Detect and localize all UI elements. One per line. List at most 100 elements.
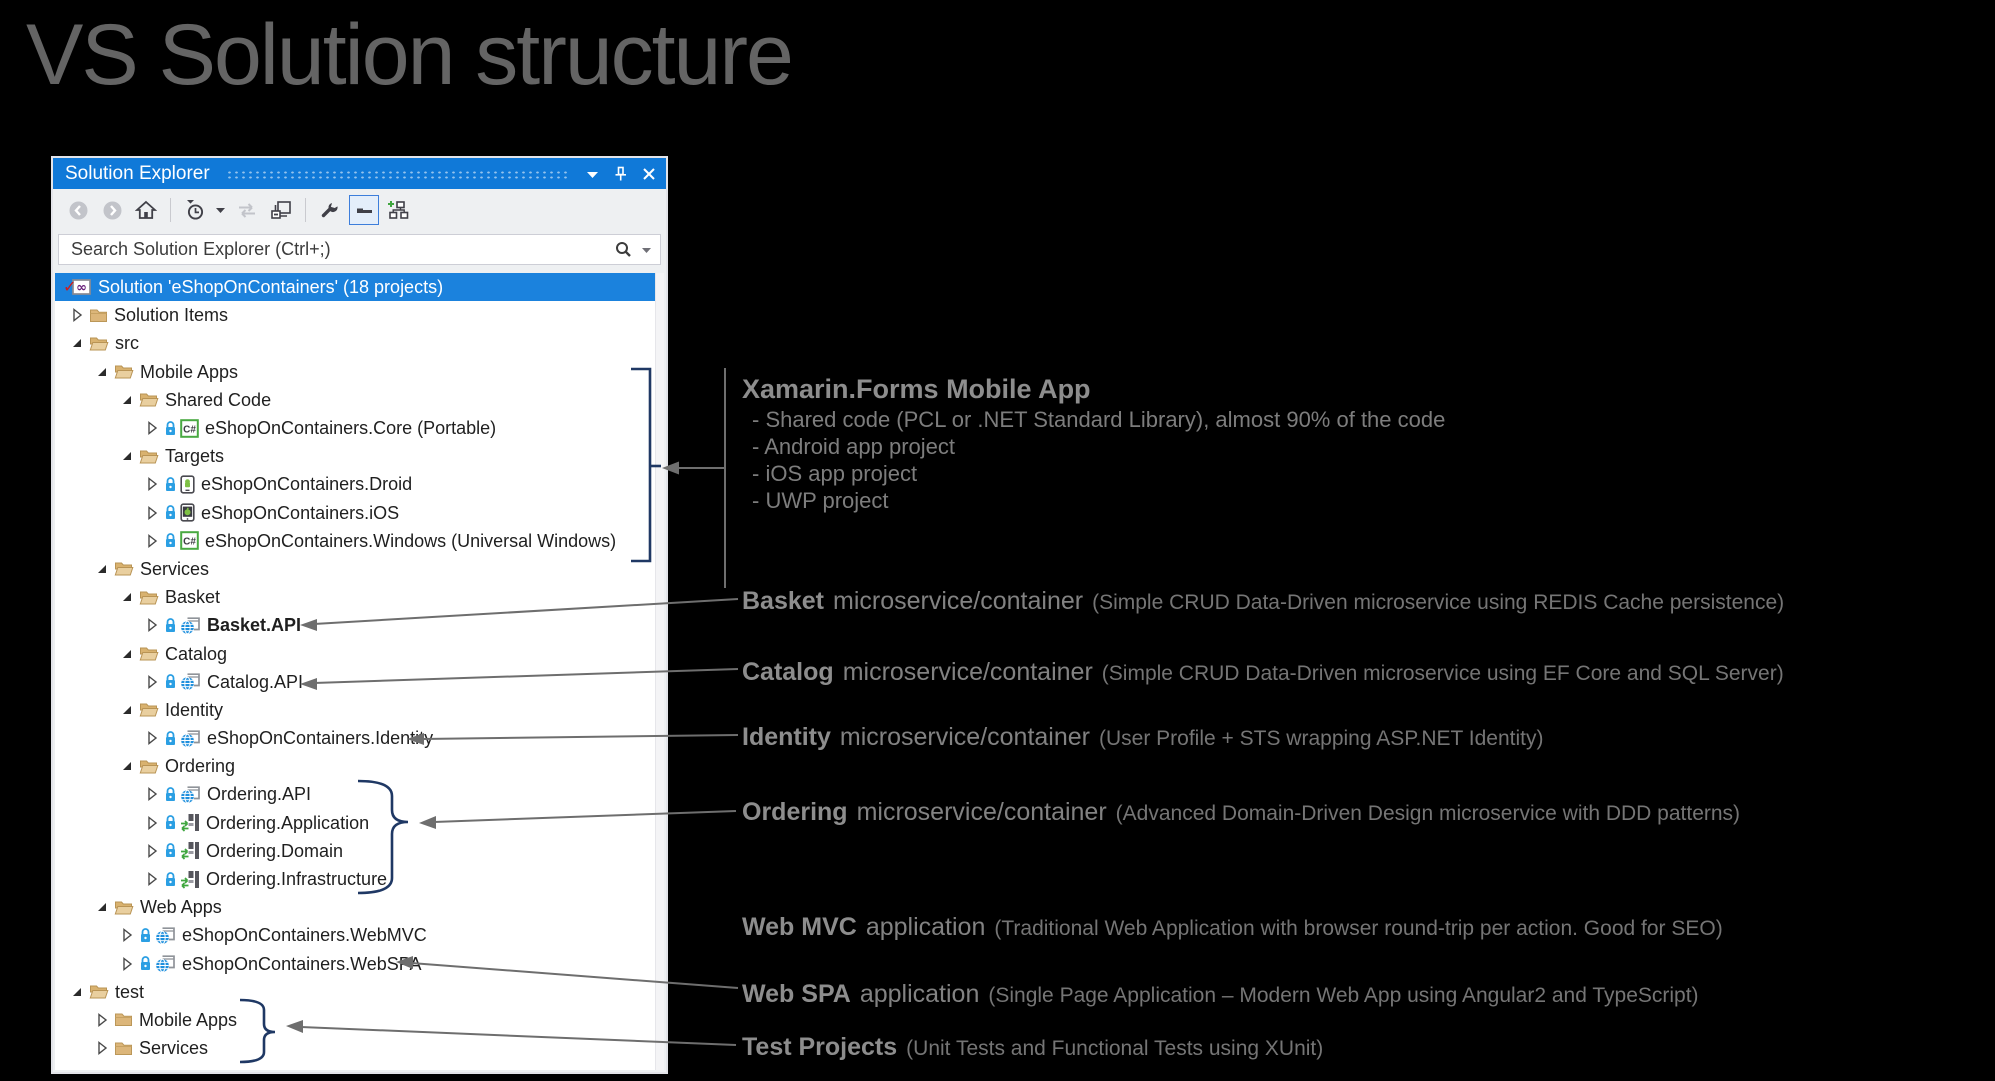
sync-icon (237, 202, 257, 219)
forward-button[interactable] (97, 195, 127, 225)
close-icon[interactable] (642, 167, 656, 181)
tree-row[interactable]: Shared Code (55, 386, 664, 414)
expander-icon[interactable] (144, 505, 160, 521)
expander-icon[interactable] (69, 307, 85, 323)
expander-icon[interactable] (94, 561, 110, 577)
search-options-caret-icon[interactable] (642, 246, 652, 254)
expander-icon[interactable] (144, 476, 160, 492)
expander-icon[interactable] (119, 392, 135, 408)
collapse-all-button[interactable] (266, 195, 296, 225)
tree-row[interactable]: Services (55, 1034, 664, 1062)
preview-selected-items-button[interactable] (349, 195, 379, 225)
forward-icon (102, 200, 123, 221)
tree-row[interactable]: Services (55, 555, 664, 583)
lock-icon (164, 420, 178, 436)
lock-icon (164, 786, 178, 802)
expander-icon[interactable] (119, 589, 135, 605)
expander-icon[interactable] (119, 702, 135, 718)
expander-icon[interactable] (119, 448, 135, 464)
tree-row[interactable]: Web Apps (55, 893, 664, 921)
tree-row[interactable]: Ordering.Infrastructure (55, 865, 664, 893)
tree-row[interactable]: Catalog (55, 639, 664, 667)
tree-label: Solution Items (114, 305, 229, 326)
expander-icon[interactable] (94, 899, 110, 915)
tree-row[interactable]: eShopOnContainers.Identity (55, 724, 664, 752)
tree-label: eShopOnContainers.Core (Portable) (205, 418, 497, 439)
show-on-code-map-icon (387, 200, 409, 220)
tree-row[interactable]: src (55, 329, 664, 357)
preview-selected-items-icon (355, 201, 374, 219)
tree-row[interactable]: eShopOnContainers.iOS (55, 499, 664, 527)
expander-icon[interactable] (69, 984, 85, 1000)
expander-icon[interactable] (144, 815, 160, 831)
tree-label: eShopOnContainers.WebMVC (182, 925, 427, 946)
tree-row[interactable]: Ordering.Domain (55, 837, 664, 865)
properties-wrench-button[interactable] (315, 195, 345, 225)
folder-open-icon (139, 588, 159, 607)
expander-icon[interactable] (144, 843, 160, 859)
tree-row[interactable]: eShopOnContainers.WebSPA (55, 950, 664, 978)
caret-down-button[interactable] (214, 195, 228, 225)
annotation-test: Test Projects(Unit Tests and Functional … (742, 1033, 1324, 1061)
expander-icon[interactable] (94, 1012, 110, 1028)
tree-row[interactable]: Ordering (55, 752, 664, 780)
annotation-xamarin-bullet: - Android app project (752, 434, 956, 459)
expander-icon[interactable] (119, 956, 135, 972)
tree-row[interactable]: eShopOnContainers.WebMVC (55, 921, 664, 949)
search-icon[interactable] (614, 240, 636, 260)
expander-icon[interactable] (94, 364, 110, 380)
back-button[interactable] (63, 195, 93, 225)
pending-changes-filter-button[interactable] (180, 195, 210, 225)
tree-row[interactable]: Mobile Apps (55, 358, 664, 386)
tree-row[interactable]: eShopOnContainers.Droid (55, 470, 664, 498)
expander-icon[interactable] (119, 646, 135, 662)
search-input[interactable] (69, 238, 614, 261)
tree-row[interactable]: Identity (55, 696, 664, 724)
panel-title: Solution Explorer (65, 162, 210, 184)
search-row (53, 231, 666, 271)
tree-label: eShopOnContainers.Identity (207, 728, 434, 749)
tree-row[interactable]: Ordering.Application (55, 809, 664, 837)
tree-row[interactable]: test (55, 978, 664, 1006)
solution-explorer-titlebar[interactable]: Solution Explorer (53, 158, 666, 189)
expander-icon[interactable] (144, 533, 160, 549)
tree-row[interactable]: Solution Items (55, 301, 664, 329)
tree-row[interactable]: Catalog.API (55, 668, 664, 696)
pin-icon[interactable] (612, 166, 629, 182)
lock-icon (164, 871, 178, 887)
expander-icon[interactable] (144, 786, 160, 802)
expander-icon[interactable] (94, 1040, 110, 1056)
expander-icon[interactable] (119, 758, 135, 774)
tree-row[interactable]: Mobile Apps (55, 1006, 664, 1034)
annotation-xamarin-bullet: - Shared code (PCL or .NET Standard Libr… (752, 407, 1446, 432)
show-on-code-map-button[interactable] (383, 195, 413, 225)
tree-row[interactable]: Basket (55, 583, 664, 611)
collapse-all-icon (270, 200, 292, 220)
tree-label: Web Apps (140, 897, 222, 918)
tree-scrollbar[interactable] (655, 273, 664, 1070)
expander-icon[interactable] (144, 674, 160, 690)
tree-row[interactable]: C#eShopOnContainers.Windows (Universal W… (55, 527, 664, 555)
folder-open-icon (139, 644, 159, 663)
tree-row[interactable]: Ordering.API (55, 780, 664, 808)
tree-row[interactable]: Basket.API (55, 611, 664, 639)
tree-row[interactable]: Targets (55, 442, 664, 470)
tree-label: Services (139, 1038, 209, 1059)
tree-label: Ordering.Domain (206, 840, 344, 861)
expander-icon[interactable] (119, 927, 135, 943)
expander-icon[interactable] (144, 420, 160, 436)
home-button[interactable] (131, 195, 161, 225)
tree-row[interactable]: C#eShopOnContainers.Core (Portable) (55, 414, 664, 442)
chevron-down-icon[interactable] (586, 169, 599, 179)
expander-icon[interactable] (144, 871, 160, 887)
expander-icon[interactable] (69, 335, 85, 351)
tree-row[interactable]: ∞✓Solution 'eShopOnContainers' (18 proje… (55, 273, 664, 302)
folder-open-icon (139, 390, 159, 409)
lock-icon (139, 927, 153, 943)
pending-changes-filter-icon (185, 199, 205, 221)
tree-label: Catalog (165, 643, 228, 664)
expander-icon[interactable] (144, 617, 160, 633)
expander-icon[interactable] (144, 730, 160, 746)
sync-button[interactable] (232, 195, 262, 225)
